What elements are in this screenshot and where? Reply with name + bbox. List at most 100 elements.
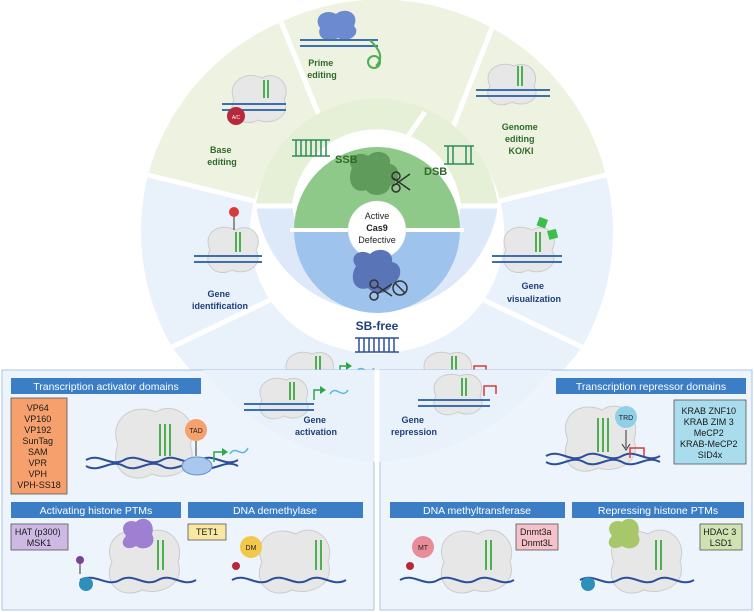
activator-item-2: VP192	[24, 425, 51, 435]
center-active: Active	[365, 211, 390, 221]
act-histone-item-0: HAT (p300)	[15, 527, 61, 537]
base-editing-label: Base editing	[207, 145, 237, 167]
repressor-item-0: KRAB ZNF10	[681, 406, 736, 416]
gene-visualization-line2: visualization	[507, 294, 561, 304]
repression-illustration-top	[418, 373, 497, 416]
activator-item-1: VP160	[24, 414, 51, 424]
sb-free-label: SB-free	[356, 319, 399, 333]
demethylase-box: TET1	[187, 523, 227, 541]
genome-editing-illustration	[476, 63, 550, 106]
base-editing-line2: editing	[207, 157, 237, 167]
rep-histone-title-bar	[572, 502, 744, 518]
rep-histone-item-0: HDAC 3	[703, 527, 736, 537]
dm-label: DM	[246, 545, 257, 552]
gene-repression-label-top: Gene repression	[391, 415, 437, 437]
dsb-dna-icon	[444, 145, 474, 165]
center-defective: Defective	[358, 235, 396, 245]
genome-editing-line2: editing	[505, 134, 535, 144]
act-histone-title-bar	[11, 502, 181, 518]
demethylase-item-0: TET1	[196, 527, 218, 537]
rep-histone-box: HDAC 3 LSD1	[699, 523, 743, 551]
base-editing-illustration: A/C	[222, 75, 287, 125]
rep-histone-illustration	[579, 518, 695, 594]
gene-activation-label-top: Gene activation	[295, 415, 337, 437]
svg-text:KRAB ZNF10 KRAB ZIM 3: KRAB ZNF10 KRAB ZIM 3 MeCP2 KRAB-MeCP2 S…	[680, 406, 740, 460]
center-cas9: Cas9	[366, 223, 388, 233]
act-histone-illustration	[76, 518, 197, 594]
methyltransferase-title: DNA methyltransferase	[423, 505, 531, 517]
activation-illustration-top	[244, 377, 349, 420]
act-histone-nucleosome	[79, 577, 93, 591]
gene-repression-top-line1: Gene	[401, 415, 424, 425]
gene-visualization-label: Gene visualization	[507, 281, 561, 304]
mt-circle	[412, 536, 434, 558]
prime-editing-line2: editing	[307, 70, 337, 80]
demethylase-illustration: DM	[231, 529, 347, 594]
activator-title: Transcription activator domains	[33, 381, 179, 393]
activator-item-3: SunTag	[22, 436, 53, 446]
activator-item-7: VPH-SS18	[17, 480, 61, 490]
gene-identification-line1: Gene	[207, 289, 230, 299]
svg-text:HDAC 3 LSD1: HDAC 3 LSD1	[703, 527, 739, 548]
svg-text:A/C: A/C	[232, 115, 241, 121]
panel-title-bars: Transcription activator domains Transcri…	[11, 378, 746, 518]
activator-illustration: TAD	[85, 407, 249, 479]
act-histone-title: Activating histone PTMs	[40, 505, 153, 517]
act-histone-item-1: MSK1	[27, 538, 52, 548]
trd-circle	[615, 406, 637, 428]
activator-polymerase	[181, 456, 213, 476]
repressor-item-3: KRAB-MeCP2	[680, 439, 738, 449]
prime-editing-label: Prime editing	[307, 58, 337, 80]
genome-editing-line1: Genome	[502, 122, 538, 132]
methyltransferase-title-bar	[390, 502, 565, 518]
svg-text:Dnmt3a Dnmt3L: Dnmt3a Dnmt3L	[520, 527, 554, 548]
repressor-box: KRAB ZNF10 KRAB ZIM 3 MeCP2 KRAB-MeCP2 S…	[673, 399, 747, 465]
svg-text:HAT (p300) MSK1: HAT (p300) MSK1	[15, 527, 63, 548]
cas9-active-icon	[349, 151, 411, 195]
dm-circle	[240, 536, 262, 558]
methyltransferase-item-1: Dnmt3L	[521, 538, 553, 548]
repressor-item-1: KRAB ZIM 3	[684, 417, 734, 427]
gene-activation-top-line1: Gene	[303, 415, 326, 425]
genome-editing-line3: KO/KI	[508, 146, 533, 156]
gene-activation-top-line2: activation	[295, 427, 337, 437]
activator-title-bar	[11, 378, 201, 394]
gene-repression-top-line2: repression	[391, 427, 437, 437]
methyltransferase-box: Dnmt3a Dnmt3L	[515, 523, 559, 551]
center-circle: Active Cas9 Defective	[290, 147, 464, 313]
base-editing-line1: Base	[210, 145, 232, 155]
tad-label: TAD	[189, 428, 202, 435]
methyltransferase-illustration: MT	[399, 529, 515, 594]
ssb-dna-icon	[292, 139, 330, 157]
act-histone-box: HAT (p300) MSK1	[10, 523, 69, 551]
genome-editing-label: Genome editing KO/KI	[502, 122, 541, 156]
prime-editing-line1: Prime	[308, 58, 333, 68]
demethylase-title-bar	[188, 502, 363, 518]
activator-item-4: SAM	[28, 447, 48, 457]
activator-box: VP64 VP160 VP192 SunTag SAM VPR VPH VPH-…	[10, 397, 68, 495]
gene-identification-illustration	[194, 207, 262, 273]
ssb-label: SSB	[335, 154, 358, 166]
dsb-label: DSB	[424, 166, 447, 178]
activator-item-6: VPH	[28, 469, 47, 479]
methyltransferase-item-0: Dnmt3a	[520, 527, 552, 537]
repressor-illustration: TRD	[545, 405, 661, 472]
mt-label: MT	[418, 545, 429, 552]
repressor-item-2: MeCP2	[694, 428, 724, 438]
rep-histone-item-1: LSD1	[710, 538, 733, 548]
gene-identification-label: Gene identification	[192, 289, 248, 311]
gene-identification-line2: identification	[192, 301, 248, 311]
prime-editing-illustration	[300, 10, 382, 69]
sb-free-dna-icon	[355, 337, 399, 353]
svg-text:VP64 VP160 VP192: VP64 VP160 VP192 SunTag SAM VPR VPH VPH-…	[17, 403, 61, 490]
trd-label: TRD	[619, 415, 633, 422]
cas9-defective-icon	[352, 249, 408, 301]
tad-circle	[185, 419, 207, 441]
activator-item-5: VPR	[28, 458, 47, 468]
repressor-item-4: SID4x	[698, 450, 723, 460]
activator-item-0: VP64	[27, 403, 49, 413]
repressor-title-bar	[556, 378, 746, 394]
repressor-title: Transcription repressor domains	[576, 381, 726, 393]
demethylase-title: DNA demethylase	[233, 505, 317, 517]
gene-visualization-illustration	[492, 216, 562, 273]
